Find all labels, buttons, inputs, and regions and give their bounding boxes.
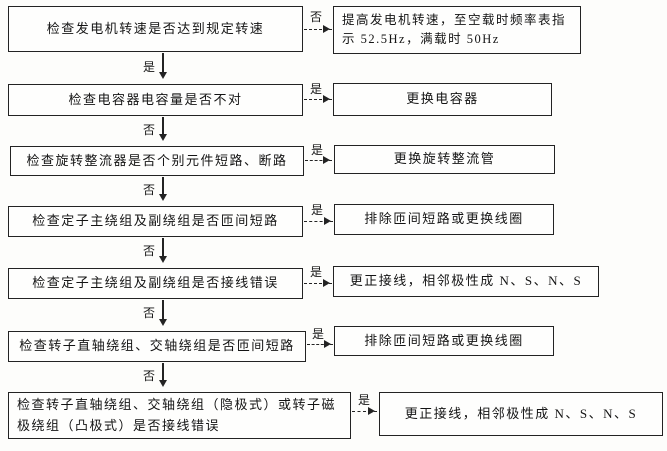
action-box-raise-speed: 提高发电机转速，至空载时频率表指示 52.5Hz，满载时 50Hz bbox=[333, 6, 581, 54]
branch-label-no: 否 bbox=[142, 244, 155, 258]
action-box-replace-capacitor: 更换电容器 bbox=[333, 83, 552, 116]
flow-arrow-down-icon bbox=[159, 53, 166, 79]
flow-arrow-down-icon bbox=[159, 363, 166, 387]
branch-label-no: 否 bbox=[142, 183, 155, 197]
action-box-fix-short-or-replace-coil: 排除匝间短路或更换线圈 bbox=[334, 204, 554, 235]
flow-arrow-down-icon bbox=[159, 238, 166, 263]
branch-label-yes: 是 bbox=[142, 60, 155, 74]
branch-label-yes: 是 bbox=[310, 143, 323, 157]
check-box-rotating-rectifier: 检查旋转整流器是否个别元件短路、断路 bbox=[10, 146, 304, 176]
check-box-generator-speed: 检查发电机转速是否达到规定转速 bbox=[8, 6, 303, 52]
branch-label-no: 否 bbox=[142, 123, 155, 137]
branch-label-yes: 是 bbox=[311, 327, 324, 341]
flow-arrow-down-icon bbox=[159, 177, 166, 201]
branch-label-yes: 是 bbox=[357, 393, 370, 407]
branch-label-yes: 是 bbox=[309, 265, 322, 279]
branch-arrow-right-icon bbox=[352, 406, 377, 415]
action-box-correct-wiring-polarity: 更正接线，相邻极性成 N、S、N、S bbox=[333, 266, 599, 297]
branch-arrow-right-icon bbox=[305, 155, 332, 164]
check-box-capacitor: 检查电容器电容量是否不对 bbox=[8, 84, 303, 116]
action-box-replace-rectifier: 更换旋转整流管 bbox=[334, 145, 555, 174]
branch-label-yes: 是 bbox=[309, 82, 322, 96]
branch-arrow-right-icon bbox=[304, 216, 333, 225]
flow-arrow-down-icon bbox=[159, 117, 166, 141]
branch-label-no: 否 bbox=[309, 10, 322, 24]
check-box-rotor-winding-short: 检查转子直轴绕组、交轴绕组是否匝间短路 bbox=[8, 331, 306, 362]
flow-arrow-down-icon bbox=[159, 300, 166, 326]
check-box-rotor-winding-wiring: 检查转子直轴绕组、交轴绕组（隐极式）或转子磁极绕组（凸极式）是否接线错误 bbox=[8, 392, 351, 439]
action-box-correct-wiring-polarity: 更正接线，相邻极性成 N、S、N、S bbox=[379, 392, 663, 436]
branch-arrow-right-icon bbox=[304, 94, 332, 103]
branch-arrow-right-icon bbox=[304, 24, 332, 33]
branch-label-no: 否 bbox=[142, 369, 155, 383]
action-box-fix-short-or-replace-coil: 排除匝间短路或更换线圈 bbox=[334, 326, 554, 356]
check-box-stator-winding-wiring: 检查定子主绕组及副绕组是否接线错误 bbox=[8, 268, 303, 299]
check-box-stator-winding-short: 检查定子主绕组及副绕组是否匝间短路 bbox=[8, 206, 303, 237]
branch-arrow-right-icon bbox=[307, 339, 333, 348]
branch-label-no: 否 bbox=[142, 306, 155, 320]
branch-label-yes: 是 bbox=[310, 203, 323, 217]
branch-arrow-right-icon bbox=[304, 278, 332, 287]
